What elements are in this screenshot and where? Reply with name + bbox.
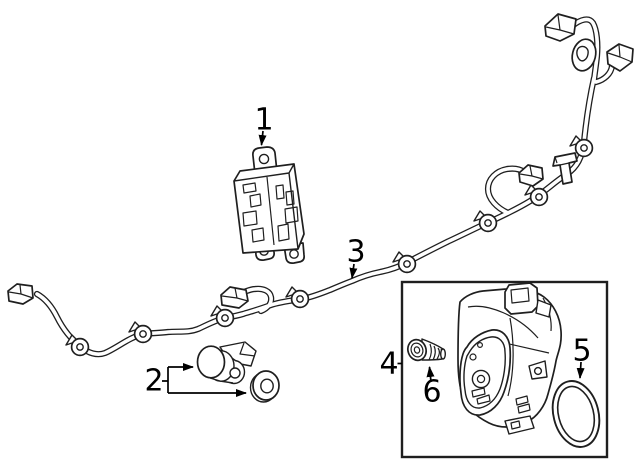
harness-connector	[606, 43, 634, 72]
callout-2-label: 2	[144, 364, 163, 399]
callout-3-arrow	[349, 263, 358, 279]
camera-side-bracket	[528, 360, 548, 380]
camera-inset	[400, 280, 609, 459]
harness-connector	[220, 286, 249, 309]
harness-grommet	[571, 38, 597, 72]
harness-clip	[524, 184, 549, 207]
rear-camera-assembly	[457, 282, 563, 435]
harness-clip	[285, 286, 310, 309]
sensor-face	[196, 345, 226, 379]
camera-connector-stub	[504, 282, 552, 318]
camera-foot-bracket	[504, 415, 535, 435]
object-sensor-module	[233, 146, 305, 264]
camera-mounting-bolt	[406, 338, 447, 362]
harness-clip	[392, 251, 417, 274]
callout-1-arrow	[258, 130, 267, 146]
callouts: 1 2 3 4 5 6	[144, 103, 591, 410]
callout-1-label: 1	[254, 103, 273, 138]
camera-seal-ring	[551, 380, 601, 448]
harness-clip	[473, 210, 498, 233]
wiring-harness	[7, 13, 634, 357]
callout-6-label: 6	[422, 375, 441, 410]
harness-connector	[544, 13, 577, 42]
sensor-retainer-ring	[249, 370, 280, 403]
callout-3-label: 3	[346, 235, 365, 270]
callout-5-label: 5	[572, 334, 591, 369]
harness-clip	[128, 321, 153, 344]
harness-clip	[65, 334, 90, 357]
harness-clip	[210, 305, 235, 328]
callout-4-label: 4	[379, 347, 398, 382]
harness-clip	[569, 135, 594, 158]
callout-5-arrow	[576, 361, 585, 379]
harness-connector	[7, 283, 34, 305]
park-assist-sensor	[196, 341, 257, 385]
callout-6-arrow	[426, 366, 435, 383]
harness-connector	[518, 164, 544, 187]
harness-bracket	[552, 152, 578, 185]
callout-2-bracket	[162, 367, 169, 393]
camera-lens	[471, 369, 491, 389]
sensor-rear-hole	[229, 367, 241, 379]
